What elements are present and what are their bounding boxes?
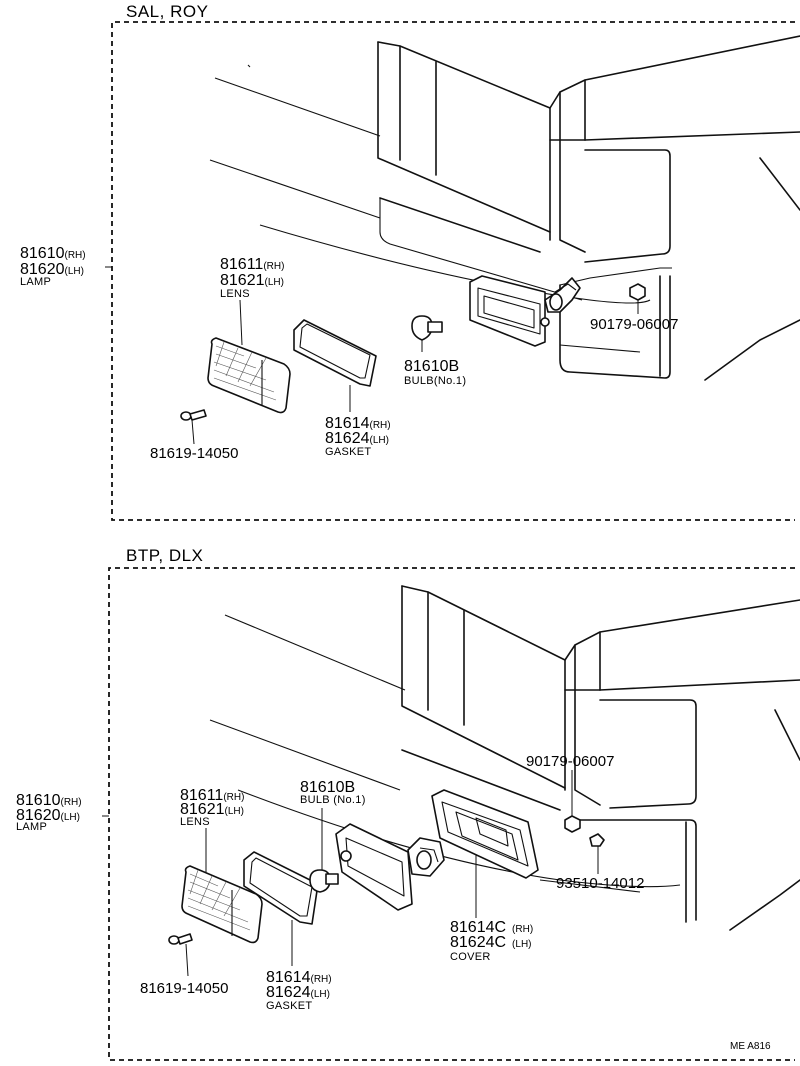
svg-text:81610(RH): 81610(RH) xyxy=(20,245,86,262)
lamp-lh-number: 81620 xyxy=(20,261,65,278)
lamp-label: 81610(RH) 81620(LH) LAMP xyxy=(20,245,86,288)
bulb-part xyxy=(309,808,339,893)
gasket-name: GASKET xyxy=(325,446,371,458)
lens-name: LENS xyxy=(220,288,250,300)
lens-lh-number: 81621 xyxy=(180,801,225,818)
bulb-name: BULB(No.1) xyxy=(404,375,466,387)
cover-name: COVER xyxy=(450,951,491,963)
nut-number: 90179-06007 xyxy=(526,753,614,770)
nut-number: 90179-06007 xyxy=(590,316,678,333)
lens-lh-number: 81621 xyxy=(220,272,265,289)
lens-part xyxy=(207,337,291,414)
cover-lh-tag: (LH) xyxy=(512,939,531,950)
gasket-label: 81614(RH) 81624(LH) GASKET xyxy=(266,969,332,1012)
lens-part xyxy=(181,828,263,944)
gasket-rh-number: 81614 xyxy=(325,415,370,432)
svg-text:81624(LH): 81624(LH) xyxy=(325,430,389,447)
svg-text:81610(RH): 81610(RH) xyxy=(16,792,82,809)
svg-text:81621(LH): 81621(LH) xyxy=(180,801,244,818)
bulb-number: 81610B xyxy=(300,779,355,796)
gasket-lh-number: 81624 xyxy=(266,984,311,1001)
lamp-label: 81610(RH) 81620(LH) LAMP xyxy=(16,792,82,833)
gasket-lh-tag: (LH) xyxy=(370,435,389,446)
gasket-part xyxy=(293,319,377,387)
lamp-name: LAMP xyxy=(20,276,51,288)
svg-text:81620(LH): 81620(LH) xyxy=(20,261,84,278)
lens-lh-tag: (LH) xyxy=(265,277,284,288)
section-btp-dlx: BTP, DLX xyxy=(16,546,800,1061)
lamp-rh-tag: (RH) xyxy=(61,797,82,808)
lamp-lh-tag: (LH) xyxy=(61,812,80,823)
nut-icon xyxy=(629,283,646,314)
screw-number: 81619-14050 xyxy=(150,445,238,462)
lamp-lh-number: 81620 xyxy=(16,807,61,824)
lamp-name: LAMP xyxy=(16,821,47,833)
vehicle-body-outline xyxy=(209,35,800,381)
cover-lh-number: 81624C xyxy=(450,934,506,951)
lamp-housing xyxy=(469,275,581,347)
screw-icon xyxy=(180,409,207,445)
gasket-label: 81614(RH) 81624(LH) GASKET xyxy=(325,415,391,458)
lens-label: 81611(RH) 81621(LH) LENS xyxy=(220,256,284,300)
lamp-rh-number: 81610 xyxy=(20,245,65,262)
lens-rh-tag: (RH) xyxy=(263,261,284,272)
clip-number: 93510-14012 xyxy=(556,875,644,892)
svg-text:81614C(RH): 81614C (RH) xyxy=(450,919,533,936)
section-header: SAL, ROY xyxy=(126,2,208,21)
svg-text:81611(RH): 81611(RH) xyxy=(180,787,244,804)
screw-number: 81619-14050 xyxy=(140,980,228,997)
lens-lh-tag: (LH) xyxy=(225,806,244,817)
section-sal-roy: SAL, ROY xyxy=(20,2,800,521)
lamp-rh-number: 81610 xyxy=(16,792,61,809)
svg-text:81624C(LH): 81624C (LH) xyxy=(450,934,532,951)
svg-text:81614(RH): 81614(RH) xyxy=(325,415,391,432)
gasket-rh-tag: (RH) xyxy=(370,420,391,431)
section-frame xyxy=(111,21,795,521)
screw-icon xyxy=(168,933,193,977)
bulb-number: 81610B xyxy=(404,358,459,375)
section-frame xyxy=(108,567,795,1061)
gasket-rh-tag: (RH) xyxy=(311,974,332,985)
svg-text:81611(RH): 81611(RH) xyxy=(220,256,284,273)
gasket-name: GASKET xyxy=(266,1000,312,1012)
lens-rh-tag: (RH) xyxy=(223,792,244,803)
bulb-part xyxy=(411,315,443,352)
cover-part xyxy=(431,789,539,918)
bulb-name: BULB (No.1) xyxy=(300,794,366,806)
lens-label: 81611(RH) 81621(LH) LENS xyxy=(180,787,244,828)
lens-leader-line xyxy=(239,299,243,346)
gasket-part xyxy=(243,851,319,966)
lens-rh-number: 81611 xyxy=(220,256,263,273)
lens-name: LENS xyxy=(180,816,210,828)
svg-text:81620(LH): 81620(LH) xyxy=(16,807,80,824)
clip-icon xyxy=(589,833,605,874)
figure-code: ME A816 xyxy=(730,1041,771,1052)
lens-rh-number: 81611 xyxy=(180,787,223,804)
gasket-lh-tag: (LH) xyxy=(311,989,330,1000)
vehicle-body-outline xyxy=(209,585,800,931)
lamp-lh-tag: (LH) xyxy=(65,266,84,277)
gasket-rh-number: 81614 xyxy=(266,969,311,986)
cover-label: 81614C (RH) 81624C (LH) COVER xyxy=(450,919,533,963)
nut-icon xyxy=(564,770,581,833)
lamp-rh-tag: (RH) xyxy=(65,250,86,261)
bulb-label: 81610B BULB (No.1) xyxy=(300,779,366,806)
bulb-label: 81610B BULB(No.1) xyxy=(404,358,466,387)
svg-text:81614(RH): 81614(RH) xyxy=(266,969,332,986)
cover-rh-number: 81614C xyxy=(450,919,506,936)
svg-text:81624(LH): 81624(LH) xyxy=(266,984,330,1001)
section-header: BTP, DLX xyxy=(126,546,203,565)
gasket-lh-number: 81624 xyxy=(325,430,370,447)
lamp-housing xyxy=(335,823,445,911)
svg-text:81621(LH): 81621(LH) xyxy=(220,272,284,289)
cover-rh-tag: (RH) xyxy=(512,924,533,935)
